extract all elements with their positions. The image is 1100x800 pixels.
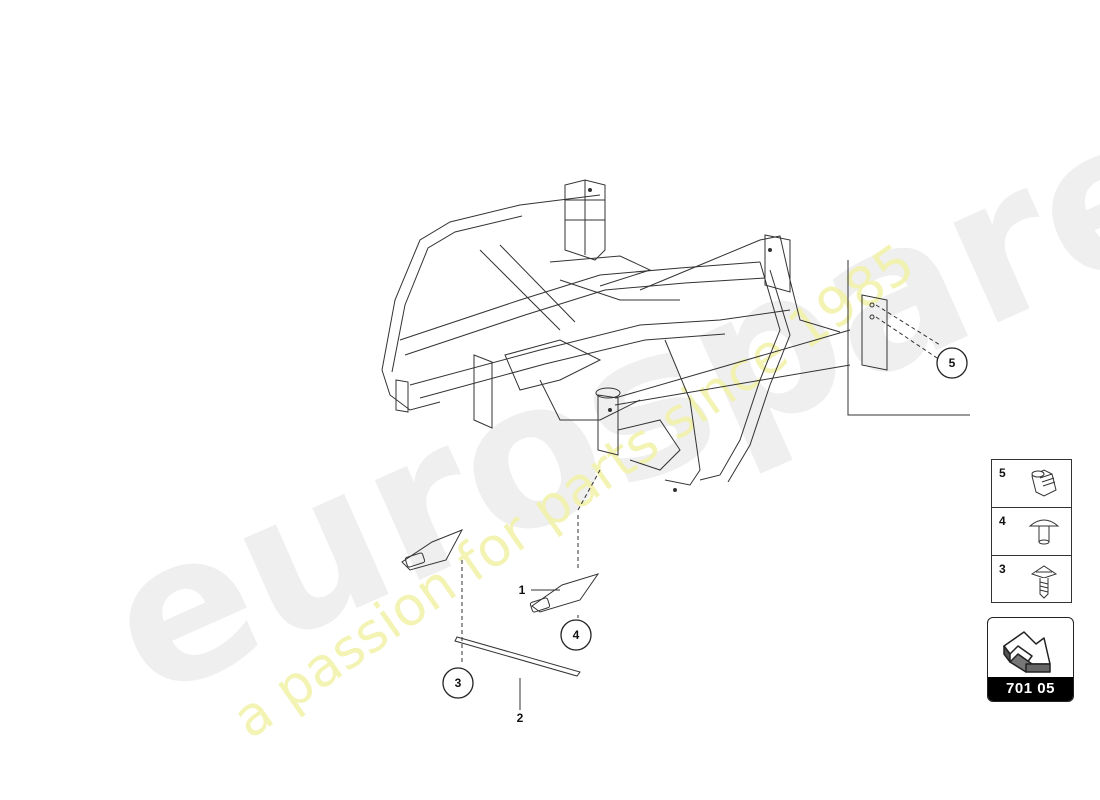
detail-frame-line [847, 260, 970, 416]
callout-1: 1 [519, 583, 526, 597]
callout-2: 2 [517, 711, 524, 725]
strip-2 [454, 636, 581, 677]
part-number: 5 [999, 466, 1006, 480]
detail-bracket [861, 294, 888, 371]
part-number: 3 [999, 562, 1006, 576]
parts-row: 3 [992, 556, 1071, 604]
callout-4: 4 [573, 628, 580, 642]
callout-5: 5 [949, 356, 956, 370]
reference-code: 701 05 [988, 677, 1073, 701]
callout-circle-5 [936, 347, 968, 379]
callout-3: 3 [455, 676, 462, 690]
callouts: 5 4 3 1 2 [442, 347, 968, 725]
reference-badge: 701 05 [987, 617, 1074, 702]
callout-circle-4 [560, 619, 592, 651]
bracket-3 [401, 529, 464, 571]
blind-rivet-icon [1028, 519, 1060, 545]
direction-arrow-icon [1003, 631, 1051, 673]
bracket-4 [531, 573, 600, 613]
rivet-nut-icon [1031, 469, 1057, 497]
part-number: 4 [999, 514, 1006, 528]
detail-view [614, 260, 970, 416]
chassis-frame [381, 179, 841, 492]
loose-parts [401, 469, 601, 710]
screw-icon [1030, 565, 1058, 599]
parts-row: 4 [992, 508, 1071, 556]
parts-row: 5 [992, 460, 1071, 508]
callout-circle-3 [442, 667, 474, 699]
parts-legend-table: 5 4 3 [991, 459, 1072, 603]
detail-pointer-lines [614, 329, 851, 406]
